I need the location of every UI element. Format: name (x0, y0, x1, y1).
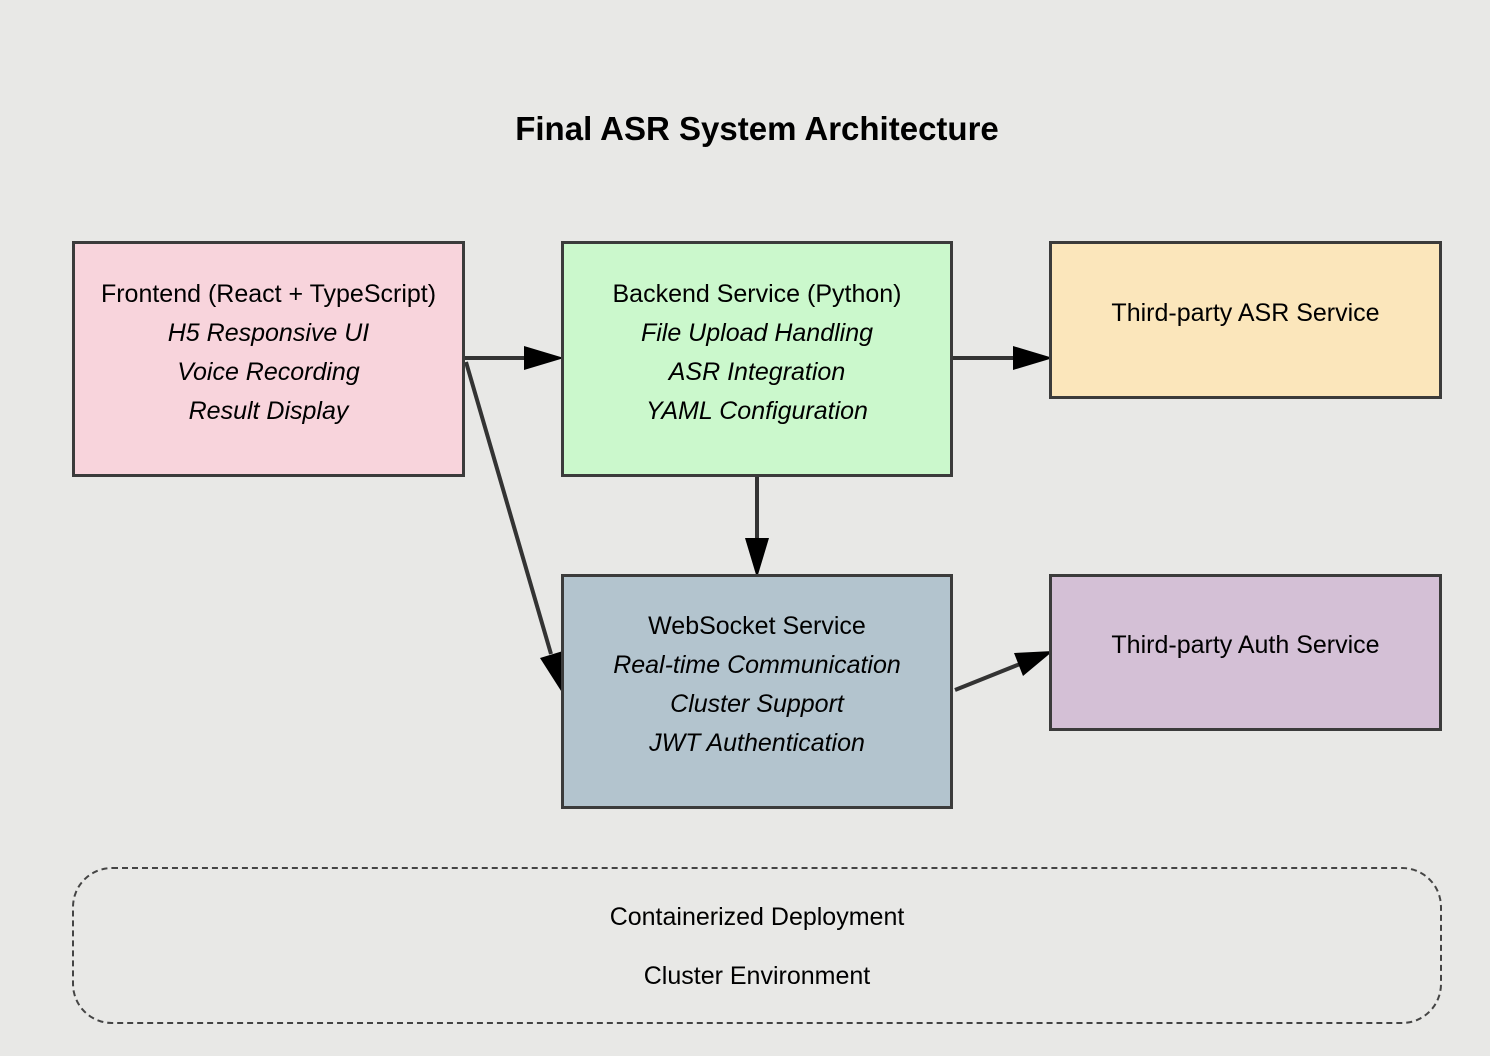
frontend-node: Frontend (React + TypeScript) H5 Respons… (72, 241, 465, 477)
frontend-item-2: Voice Recording (177, 358, 360, 386)
auth-service-node: Third-party Auth Service (1049, 574, 1442, 731)
websocket-item-3: JWT Authentication (649, 729, 865, 757)
diagram-title: Final ASR System Architecture (515, 110, 999, 147)
websocket-title: WebSocket Service (648, 612, 866, 640)
deployment-group: Containerized Deployment Cluster Environ… (72, 867, 1442, 1024)
frontend-title: Frontend (React + TypeScript) (100, 280, 437, 308)
auth-service-title: Third-party Auth Service (1111, 631, 1380, 659)
websocket-item-1: Real-time Communication (613, 651, 901, 679)
frontend-item-1: H5 Responsive UI (167, 319, 370, 347)
arrowhead-frontend-to-backend (524, 346, 564, 370)
backend-item-1: File Upload Handling (640, 319, 874, 347)
backend-node: Backend Service (Python) File Upload Han… (561, 241, 953, 477)
asr-service-title: Third-party ASR Service (1111, 299, 1380, 327)
backend-title: Backend Service (Python) (612, 280, 902, 308)
arrowhead-websocket-to-auth (1014, 651, 1053, 676)
backend-item-2: ASR Integration (668, 358, 846, 386)
deployment-line-2: Cluster Environment (643, 962, 871, 990)
arrowhead-frontend-to-websocket (540, 651, 563, 694)
arrowhead-backend-to-websocket (745, 538, 769, 578)
backend-item-3: YAML Configuration (646, 397, 868, 425)
frontend-item-3: Result Display (188, 397, 349, 425)
websocket-node: WebSocket Service Real-time Communicatio… (561, 574, 953, 809)
arrowhead-backend-to-asr (1013, 346, 1053, 370)
arrow-websocket-to-auth (954, 662, 1021, 692)
arrow-frontend-to-websocket (464, 361, 553, 655)
deployment-line-1: Containerized Deployment (609, 903, 905, 931)
asr-service-node: Third-party ASR Service (1049, 241, 1442, 399)
websocket-item-2: Cluster Support (670, 690, 844, 718)
